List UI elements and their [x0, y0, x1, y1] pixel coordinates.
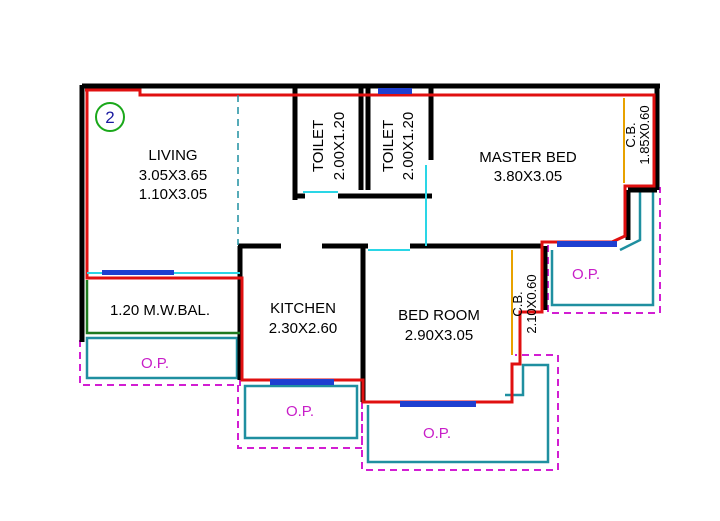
- window-kitchen: [270, 379, 334, 385]
- unit-badge: [95, 102, 125, 132]
- kitchen-name: KITCHEN: [270, 300, 336, 317]
- op-label-bedroom: O.P.: [423, 425, 451, 442]
- op-label-kitchen: O.P.: [286, 403, 314, 420]
- living-dim2: 1.10X3.05: [139, 186, 207, 203]
- op-outline-left: [79, 340, 241, 386]
- op-outline-master: [547, 187, 661, 314]
- unit-number: 2: [105, 108, 114, 127]
- unit-outline: [85, 88, 656, 404]
- master-bed-dim: 3.80X3.05: [494, 168, 562, 185]
- window-living: [102, 270, 174, 275]
- balcony-label: 1.20 M.W.BAL.: [110, 302, 210, 319]
- kitchen-dim: 2.30X2.60: [269, 320, 337, 337]
- op-teal-boxes: [85, 188, 655, 464]
- window-toilet2: [378, 88, 412, 94]
- cb1-name: C.B.: [623, 122, 638, 147]
- toilet1-dim: 2.00X1.20: [331, 112, 348, 180]
- cb1-dim: 1.85X0.60: [637, 105, 652, 164]
- toilet1-name: TOILET: [310, 120, 327, 172]
- cb2-dim: 2.10X0.60: [524, 274, 539, 333]
- op-label-master: O.P.: [572, 266, 600, 283]
- op-box-left: [85, 336, 239, 380]
- op-box-kitchen: [243, 384, 359, 440]
- black-walls: [79, 83, 660, 402]
- windows: [102, 88, 617, 407]
- living-name: LIVING: [148, 147, 197, 164]
- window-master: [557, 241, 617, 247]
- cb2-name: C.B.: [510, 291, 525, 316]
- op-dashed-outlines: [79, 187, 661, 471]
- toilet2-name: TOILET: [380, 120, 397, 172]
- balcony-walls: [85, 280, 240, 335]
- bed-room-name: BED ROOM: [398, 307, 480, 324]
- master-bed-name: MASTER BED: [479, 149, 577, 166]
- toilet2-dim: 2.00X1.20: [400, 112, 417, 180]
- balcony-outline: [85, 280, 240, 335]
- window-bedroom: [400, 401, 476, 407]
- op-outline-bedroom: [361, 354, 559, 471]
- op-box-bedroom: [366, 363, 550, 464]
- op-box-master: [550, 188, 655, 307]
- bed-room-dim: 2.90X3.05: [405, 327, 473, 344]
- living-dim1: 3.05X3.65: [139, 167, 207, 184]
- op-label-left: O.P.: [141, 355, 169, 372]
- red-unit-outline: [85, 88, 656, 404]
